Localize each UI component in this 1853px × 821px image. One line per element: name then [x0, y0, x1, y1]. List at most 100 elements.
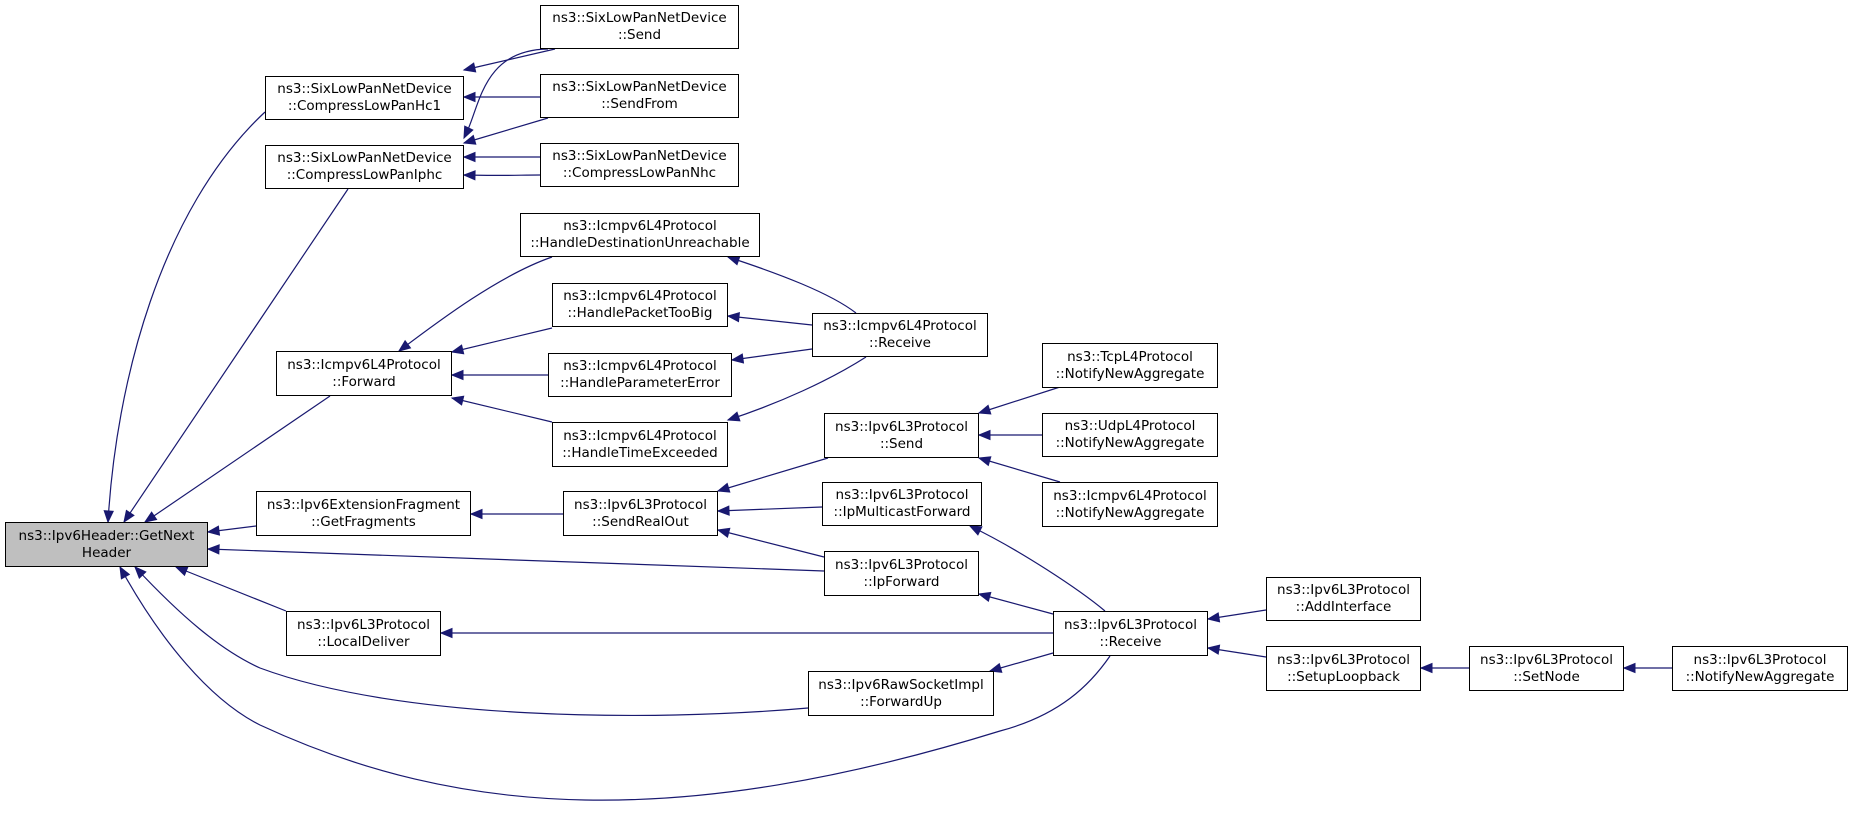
graph-node-send[interactable]: ns3::SixLowPanNetDevice::Send [540, 5, 739, 49]
edge-icmpRecv-hdu-arrowhead [726, 255, 741, 266]
graph-node-hptb[interactable]: ns3::Icmpv6L4Protocol::HandlePacketTooBi… [552, 283, 728, 327]
edge-sendFrom-compIphc-arrowhead [462, 134, 477, 145]
graph-node-set-node[interactable]: ns3::Ipv6L3Protocol::SetNode [1469, 646, 1624, 691]
graph-node-icmp-n-a[interactable]: ns3::Icmpv6L4Protocol::NotifyNewAggregat… [1042, 482, 1218, 527]
graph-node-label: ns3::Ipv6L3Protocol [1064, 616, 1197, 633]
edge-icmpNA-l3send-arrowhead [977, 456, 992, 467]
graph-node-raw-fwd-up[interactable]: ns3::Ipv6RawSocketImpl::ForwardUp [808, 671, 994, 716]
edge-icmpRecv-hpe-arrowhead [730, 353, 745, 364]
graph-node-tcp-n-a[interactable]: ns3::TcpL4Protocol::NotifyNewAggregate [1042, 343, 1218, 388]
edge-localDeliver-root [175, 566, 287, 612]
edge-icmpRecv-hptb-arrowhead [726, 312, 740, 323]
edge-hte-icmpFwd-arrowhead [450, 395, 465, 406]
graph-node-label: ::CompressLowPanHc1 [287, 98, 442, 114]
edge-tcpNA-l3send [978, 386, 1061, 414]
edge-ipFwd-sendRealOut-arrowhead [716, 527, 731, 538]
graph-node-get-frag[interactable]: ns3::Ipv6ExtensionFragment::GetFragments [256, 491, 471, 536]
graph-node-udp-n-a[interactable]: ns3::UdpL4Protocol::NotifyNewAggregate [1042, 413, 1218, 457]
edge-icmpNA-l3send [978, 457, 1061, 483]
edge-rawFwdUp-root-arrowhead [134, 566, 147, 579]
graph-node-label: ::Forward [332, 373, 396, 390]
edge-l3recv-rawFwdUp-arrowhead [988, 662, 1003, 673]
graph-node-label: ns3::Ipv6Header::GetNext [18, 527, 195, 544]
graph-node-label: ns3::Icmpv6L4Protocol [1053, 487, 1207, 504]
edge-hptb-icmpFwd-arrowhead [450, 344, 465, 355]
graph-node-label: ns3::SixLowPanNetDevice [552, 79, 727, 95]
graph-node-hdu[interactable]: ns3::Icmpv6L4Protocol::HandleDestination… [520, 213, 760, 257]
edge-icmpRecv-hte-arrowhead [726, 411, 741, 422]
graph-node-comp-nhc[interactable]: ns3::SixLowPanNetDevice::CompressLowPanN… [540, 143, 739, 187]
graph-node-icmp-fwd[interactable]: ns3::Icmpv6L4Protocol::Forward [276, 351, 452, 396]
edge-getFrag-root-arrowhead [206, 525, 221, 536]
graph-node-label: ::IpForward [863, 573, 940, 590]
graph-node-label: ns3::Ipv6ExtensionFragment [266, 496, 461, 513]
graph-node-local-deliver[interactable]: ns3::Ipv6L3Protocol::LocalDeliver [286, 611, 441, 656]
graph-node-ip-fwd[interactable]: ns3::Ipv6L3Protocol::IpForward [824, 551, 979, 596]
graph-node-label: ::GetFragments [311, 513, 416, 530]
edge-ipFwd-root-arrowhead [206, 544, 220, 555]
graph-node-label: ns3::Ipv6RawSocketImpl [818, 676, 984, 693]
edge-ipFwd-root [207, 548, 825, 572]
graph-node-label: ::AddInterface [1295, 599, 1392, 615]
edge-send-compHc1-arrowhead [462, 62, 477, 73]
graph-node-label: ns3::Icmpv6L4Protocol [563, 358, 717, 374]
graph-node-l3recv[interactable]: ns3::Ipv6L3Protocol::Receive [1053, 611, 1208, 656]
graph-node-send-from[interactable]: ns3::SixLowPanNetDevice::SendFrom [540, 74, 739, 118]
graph-node-ip-mcast[interactable]: ns3::Ipv6L3Protocol::IpMulticastForward [822, 482, 982, 526]
graph-node-label: ::NotifyNewAggregate [1685, 668, 1835, 685]
graph-node-label: ::NotifyNewAggregate [1055, 365, 1205, 382]
edge-l3recv-ipFwd-arrowhead [977, 591, 992, 603]
graph-node-send-real-out[interactable]: ns3::Ipv6L3Protocol::SendRealOut [563, 491, 718, 536]
edge-l3send-sendRealOut-arrowhead [716, 482, 731, 493]
graph-node-icmp-recv[interactable]: ns3::Icmpv6L4Protocol::Receive [812, 313, 988, 357]
graph-node-label: ns3::Ipv6L3Protocol [574, 496, 707, 513]
edge-compHc1-root [107, 111, 266, 523]
graph-node-label: ::Send [879, 435, 924, 452]
graph-node-label: ::IpMulticastForward [833, 504, 971, 520]
edge-compIphc-root-arrowhead [123, 509, 135, 524]
graph-node-label: ::HandleDestinationUnreachable [530, 235, 750, 251]
graph-node-setup-loop[interactable]: ns3::Ipv6L3Protocol::SetupLoopback [1266, 646, 1421, 691]
edge-l3recv-localDeliver-arrowhead [439, 627, 453, 639]
edge-icmpRecv-hte [727, 356, 867, 421]
edge-tcpNA-l3send-arrowhead [977, 404, 992, 415]
graph-node-label: ::CompressLowPanIphc [286, 167, 443, 183]
graph-node-label: ::Receive [1099, 633, 1162, 650]
edge-icmpRecv-hptb [727, 315, 813, 326]
graph-node-label: ::HandleTimeExceeded [562, 444, 718, 461]
edge-ipMcast-sendRealOut-arrowhead [716, 505, 730, 516]
graph-node-label: ns3::Icmpv6L4Protocol [563, 218, 717, 234]
graph-node-add-iface[interactable]: ns3::Ipv6L3Protocol::AddInterface [1266, 577, 1421, 621]
edge-l3recv-ipMcast [969, 525, 1106, 612]
graph-node-label: ::Receive [869, 335, 931, 351]
edge-compHc1-root-arrowhead [103, 510, 114, 524]
edge-icmpRecv-hpe [731, 348, 813, 361]
edge-compIphc-root [123, 188, 349, 523]
edge-localDeliver-root-arrowhead [174, 566, 189, 577]
graph-node-label: ::HandleParameterError [560, 375, 720, 391]
edge-icmpRecv-hdu [727, 256, 857, 314]
edge-setupLoop-l3recv-arrowhead [1206, 644, 1221, 655]
edge-rawFwdUp-root [134, 566, 809, 717]
graph-node-hte[interactable]: ns3::Icmpv6L4Protocol::HandleTimeExceede… [552, 422, 728, 467]
graph-node-l3-n-a[interactable]: ns3::Ipv6L3Protocol::NotifyNewAggregate [1672, 646, 1848, 691]
graph-node-label: ::Send [617, 27, 662, 43]
edge-setNode-setupLoop-arrowhead [1419, 662, 1433, 674]
graph-node-comp-iphc[interactable]: ns3::SixLowPanNetDevice::CompressLowPanI… [265, 145, 464, 189]
edge-udpNA-l3send-arrowhead [977, 429, 991, 441]
graph-node-label: ns3::Ipv6L3Protocol [835, 418, 968, 435]
graph-node-l3send[interactable]: ns3::Ipv6L3Protocol::Send [824, 413, 979, 458]
graph-node-label: ::SendFrom [601, 96, 678, 112]
graph-node-label: ns3::Ipv6L3Protocol [1693, 651, 1827, 668]
edge-icmpFwd-root [144, 395, 331, 523]
edge-sendFrom-compHc1-arrowhead [462, 91, 476, 103]
edge-hte-icmpFwd [451, 397, 553, 423]
graph-node-comp-hc1[interactable]: ns3::SixLowPanNetDevice::CompressLowPanH… [265, 76, 464, 120]
graph-node-label: ns3::Icmpv6L4Protocol [563, 427, 717, 444]
graph-node-label: ns3::SixLowPanNetDevice [277, 81, 452, 97]
graph-node-hpe[interactable]: ns3::Icmpv6L4Protocol::HandleParameterEr… [548, 353, 732, 397]
edge-l3recv-ipMcast-arrowhead [968, 525, 983, 536]
edge-l3recv-root [119, 566, 1111, 801]
